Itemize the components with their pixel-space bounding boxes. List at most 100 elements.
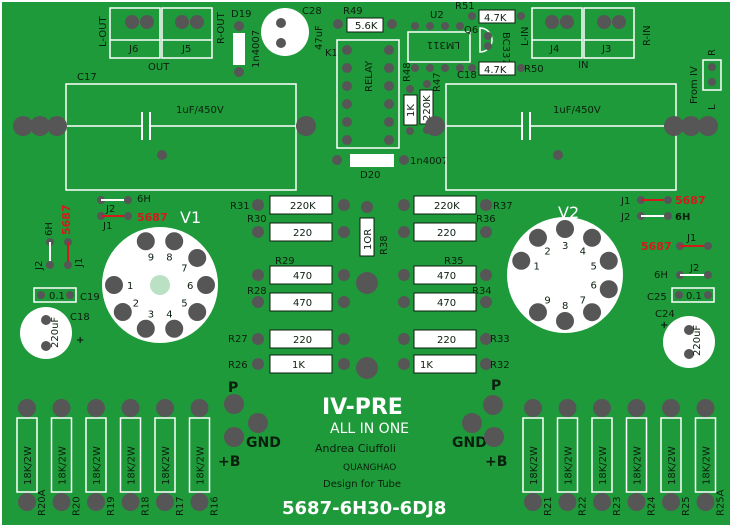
tube-pin	[113, 303, 132, 322]
power-resistor-ref: R16	[210, 496, 221, 516]
jumpers-v1-left: 6H 5687 J2 J1	[34, 204, 85, 271]
label-r49: R49	[343, 6, 363, 17]
label-j2-l: J2	[34, 261, 45, 271]
label-q6: Q6	[464, 25, 478, 36]
subtitle: ALL IN ONE	[330, 421, 409, 437]
value-r28: 470	[293, 298, 312, 309]
label-j4: J4	[549, 44, 559, 55]
tube-pin-number: 3	[148, 310, 154, 321]
label-d20-value: 1n4007	[410, 156, 448, 167]
value-c-right: 1uF/450V	[553, 105, 601, 116]
tube-pin-number: 7	[181, 263, 187, 274]
power-resistor-ref: R24	[647, 496, 658, 516]
label-r51: R51	[455, 1, 475, 12]
power-resistor-ref: R19	[106, 496, 117, 516]
power-resistor-ref: R20	[72, 496, 83, 516]
value-r49: 5.6K	[355, 21, 378, 32]
label-j1-l: J1	[74, 258, 85, 268]
label-6h-v: 6H	[137, 194, 151, 205]
value-r48: 1K	[406, 104, 417, 117]
label-out: OUT	[148, 62, 170, 73]
tubes-line: 5687-6H30-6DJ8	[282, 498, 446, 519]
tube-pin-number: 3	[562, 241, 568, 252]
label-plus-c24: +	[660, 320, 668, 331]
value-r36: 220	[437, 228, 456, 239]
tube-pin	[556, 220, 574, 238]
capacitor-c19: 0.1 C19	[33, 287, 100, 303]
power-resistor-value: 18K/2W	[127, 446, 138, 485]
label-j1-r: J1	[620, 196, 630, 207]
value-r50: 4.7K	[484, 65, 507, 76]
label-in: IN	[578, 60, 588, 71]
capacitor-c17: C17 1uF/450V	[13, 72, 316, 191]
tube-pin	[136, 319, 155, 338]
tube-pin-number: 4	[166, 310, 172, 321]
label-c18: C18	[70, 312, 90, 323]
value-c18: 220uF	[50, 317, 61, 348]
tube-pin	[599, 251, 618, 270]
label-plus-c18: +	[76, 335, 84, 346]
value-r26: 1K	[292, 360, 305, 371]
tube-pin-number: 9	[148, 252, 154, 263]
label-r29: R29	[275, 256, 295, 267]
label-relay: RELAY	[364, 60, 375, 92]
power-resistor-value: 18K/2W	[161, 446, 172, 485]
label-r32: R32	[490, 360, 510, 371]
tube-pin-number: 4	[580, 247, 586, 258]
value-r34: 470	[437, 298, 456, 309]
power-resistor-ref: R20A	[37, 489, 48, 516]
label-j3: J3	[601, 44, 611, 55]
tube-pin	[583, 303, 602, 322]
value-c17: 1uF/450V	[176, 105, 224, 116]
label-q6-value: BC337	[500, 32, 511, 65]
capacitor-right: 1uF/450V	[425, 83, 718, 191]
value-r33: 220	[437, 335, 456, 346]
title-block: IV-PRE ALL IN ONE Andrea Ciuffoli QUANGH…	[282, 395, 446, 519]
label-c24: C24	[655, 309, 675, 320]
power-resistor-value: 18K/2W	[702, 446, 713, 485]
r48-r47: R48 1K R47 220K	[402, 62, 443, 135]
tube-pin	[136, 232, 155, 251]
tube-pin	[105, 276, 123, 294]
value-r30: 220	[293, 228, 312, 239]
label-p-left: P	[228, 380, 238, 396]
value-r37: 220K	[434, 201, 460, 212]
label-d20: D20	[360, 170, 380, 181]
label-j2-v: J2	[105, 204, 115, 215]
tube-pin-number: 8	[562, 301, 568, 312]
label-r38: R38	[379, 235, 390, 255]
value-r27: 220	[293, 335, 312, 346]
bottom-right-resistors: 18K/2WR2118K/2WR2218K/2WR2318K/2WR2418K/…	[522, 399, 727, 516]
label-5687-r: 5687	[675, 194, 706, 207]
tube-pin-number: 1	[533, 262, 539, 273]
tube-pin-number: 2	[544, 247, 550, 258]
value-r38: 1OR	[363, 229, 374, 250]
label-v1: V1	[180, 208, 201, 227]
value-r35: 470	[437, 271, 456, 282]
power-resistor-value: 18K/2W	[564, 446, 575, 485]
tube-pin	[197, 276, 215, 294]
label-j2-r: J2	[620, 212, 630, 223]
label-r-in: R-IN	[642, 25, 653, 46]
label-r-conn: R	[707, 49, 718, 56]
design-note: Design for Tube	[323, 479, 401, 490]
power-terminals-left: P GND +B	[218, 380, 281, 470]
tube-pin	[528, 303, 547, 322]
tube-pin-number: 7	[580, 295, 586, 306]
value-r47: 220K	[422, 95, 433, 121]
author: Andrea Ciuffoli	[315, 442, 396, 455]
label-6h-r2: 6H	[654, 270, 668, 281]
label-r-out: R-OUT	[216, 11, 227, 44]
tube-pin-number: 5	[181, 299, 187, 310]
power-resistor-ref: R25	[681, 496, 692, 516]
label-r36: R36	[476, 214, 496, 225]
